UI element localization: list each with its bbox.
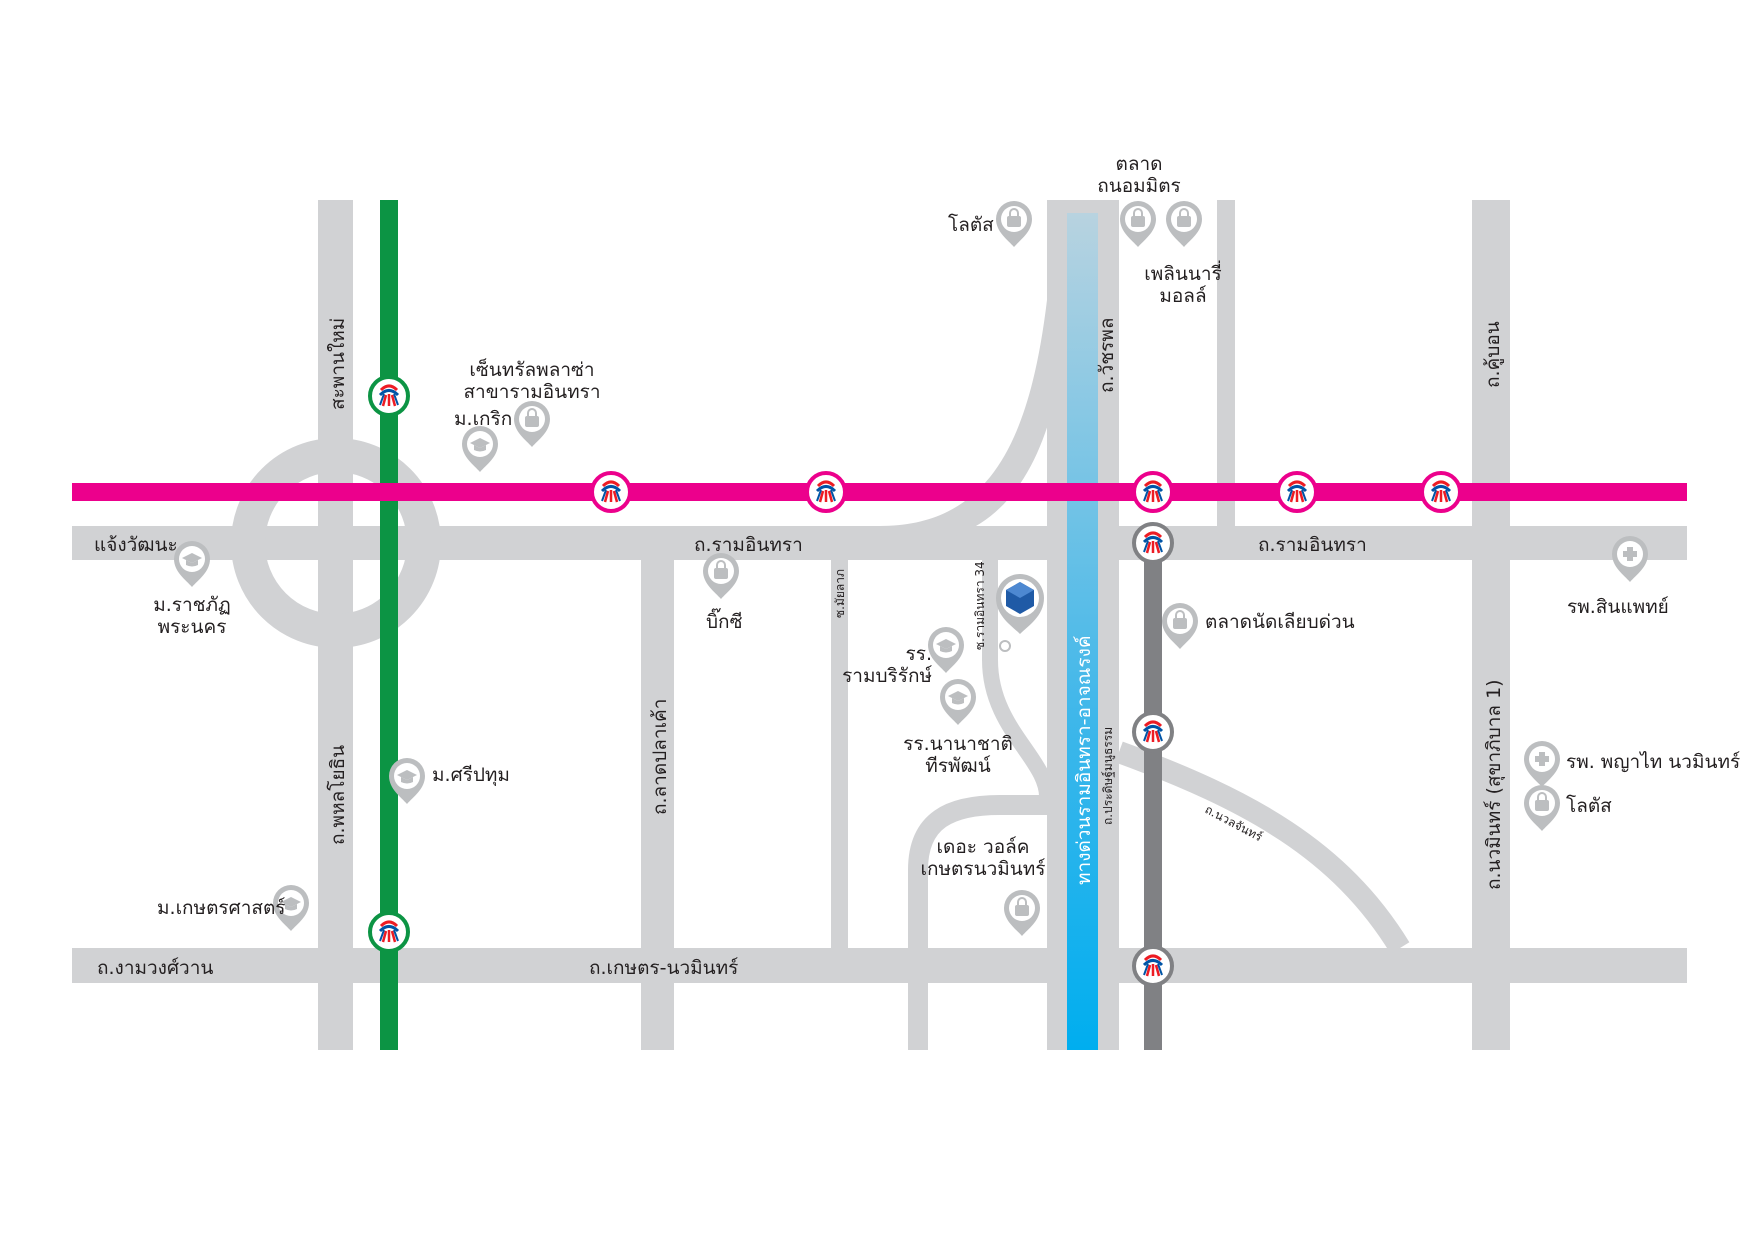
place-label-lotus-n: โลตัส <box>948 213 994 236</box>
place-label-talad-thanom: ตลาดถนอมมิตร <box>1097 153 1181 197</box>
shopping-bag-pin-icon[interactable] <box>514 401 550 447</box>
grey-line <box>1144 543 1162 1050</box>
property-logo-pin-icon[interactable] <box>996 574 1044 652</box>
bts-station-icon[interactable] <box>1276 471 1318 513</box>
road-label-nawamin: ถ.นวมินทร์ (สุขาภิบาล 1) <box>1483 679 1506 890</box>
place-label-central: เซ็นทรัลพลาซ่าสาขารามอินทรา <box>463 357 600 403</box>
place-label-sinphaet: รพ.สินแพทย์ <box>1567 596 1669 618</box>
road-lat-pla-khao <box>641 543 674 1050</box>
road-label-saphan-mai: สะพานใหม่ <box>327 318 349 410</box>
road-label-pradit-manutham: ถ.ประดิษฐ์มนูธรรม <box>1101 727 1116 825</box>
place-label-ram-school: รร.รามบริรักษ์ <box>842 643 932 687</box>
road-label-kaset-nawamin: ถ.เกษตร-นวมินทร์ <box>589 957 738 979</box>
road-kaset-nawamin <box>72 948 1687 983</box>
place-label-big-c: บิ๊กซี <box>706 608 743 633</box>
place-label-sripatum: ม.ศรีปทุม <box>432 764 510 787</box>
bts-station-icon[interactable] <box>1132 471 1174 513</box>
road-talad-spur <box>1217 200 1235 543</box>
road-flyover-ramp <box>880 300 1070 545</box>
road-label-expressway: ทางด่วนรามอินทรา-อาจณรงค์ <box>1073 635 1095 885</box>
place-label-phyathai: รพ. พญาไท นวมินทร์ <box>1566 751 1740 773</box>
shopping-bag-pin-icon[interactable] <box>1004 890 1040 936</box>
graduation-cap-pin-icon[interactable] <box>462 426 498 472</box>
road-soi-maiyalap <box>831 543 848 948</box>
place-label-lotus-e: โลตัส <box>1566 794 1612 817</box>
road-nuan-chan <box>1115 741 1410 954</box>
graduation-cap-pin-icon[interactable] <box>928 627 964 673</box>
shopping-bag-pin-icon[interactable] <box>1166 201 1202 247</box>
road-nawamin <box>1472 543 1510 1050</box>
stations <box>368 375 1462 987</box>
place-label-krirk: ม.เกริก <box>454 408 512 430</box>
graduation-cap-pin-icon[interactable] <box>174 541 210 587</box>
shopping-bag-pin-icon[interactable] <box>1162 603 1198 649</box>
pins <box>174 201 1648 936</box>
roundabout <box>231 438 441 648</box>
bts-station-icon[interactable] <box>1132 522 1174 564</box>
bts-station-icon[interactable] <box>368 375 410 417</box>
road-label-chaengwattana: แจ้งวัฒนะ <box>94 534 178 556</box>
road-ramintra <box>72 526 1687 560</box>
road-label-phahon-yothin: ถ.พหลโยธิน <box>326 745 349 845</box>
expressway <box>1067 213 1098 1050</box>
shopping-bag-pin-icon[interactable] <box>1524 785 1560 831</box>
shopping-bag-pin-icon[interactable] <box>996 201 1032 247</box>
road-label-lat-pla-khao: ถ.ลาดปลาเค้า <box>649 699 671 815</box>
place-label-intl-school: รร.นานาชาติทีรพัฒน์ <box>903 733 1013 777</box>
road-network <box>72 200 1687 1050</box>
road-label-soi-maiyalap: ซ.มัยลาภ <box>833 569 847 618</box>
road-the-walk-loop <box>908 795 1047 1050</box>
road-label-watcharaphon: ถ.วัชรพล <box>1096 318 1118 393</box>
place-label-talad-nat: ตลาดนัดเลียบด่วน <box>1205 611 1355 633</box>
road-label-khu-bon: ถ.คู้บอน <box>1482 321 1504 388</box>
road-label-ngamwongwan: ถ.งามวงศ์วาน <box>97 957 213 979</box>
road-label-ramintra-e: ถ.รามอินทรา <box>1258 534 1367 556</box>
hospital-cross-pin-icon[interactable] <box>1524 741 1560 787</box>
hospital-cross-pin-icon[interactable] <box>1612 536 1648 582</box>
place-label-rajabhat: ม.ราชภัฏพระนคร <box>153 594 231 638</box>
place-label-kasetsart: ม.เกษตรศาสตร์ <box>157 897 286 919</box>
bts-station-icon[interactable] <box>805 471 847 513</box>
place-label-the-walk: เดอะ วอล์คเกษตรนวมินทร์ <box>921 836 1046 880</box>
bts-station-icon[interactable] <box>368 911 410 953</box>
road-label-soi-ramintra-34: ซ.รามอินทรา 34 <box>973 561 987 650</box>
shopping-bag-pin-icon[interactable] <box>1120 201 1156 247</box>
road-soi-ramintra-34 <box>982 543 1056 801</box>
graduation-cap-pin-icon[interactable] <box>940 679 976 725</box>
road-label-ramintra-w: ถ.รามอินทรา <box>694 534 803 556</box>
shopping-bag-pin-icon[interactable] <box>703 553 739 599</box>
place-label-fashion-island: เพลินนารี่มอลล์ <box>1144 260 1222 307</box>
bts-station-icon[interactable] <box>1132 711 1174 753</box>
bts-station-icon[interactable] <box>1420 471 1462 513</box>
bts-station-icon[interactable] <box>590 471 632 513</box>
bts-station-icon[interactable] <box>1132 945 1174 987</box>
